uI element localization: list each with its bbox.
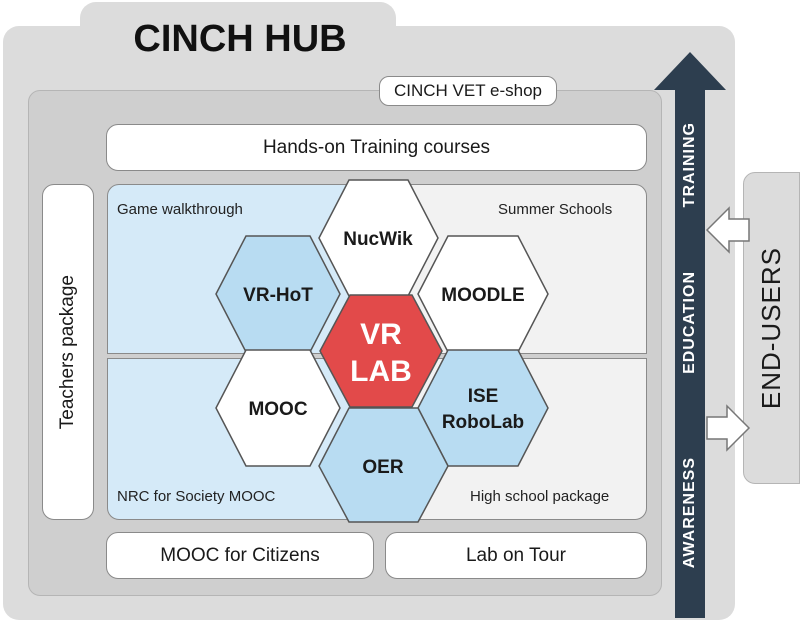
arrow-from-awareness [706, 404, 751, 452]
arrow-awareness-label: AWARENESS [681, 456, 698, 569]
high-school-package-label: High school package [470, 488, 610, 505]
teachers-package-box[interactable]: Teachers package [42, 184, 94, 520]
hex-moodle[interactable]: MOODLE [417, 235, 549, 353]
hex-ise-label-line1: ISE [468, 386, 499, 407]
hex-oer[interactable]: OER [318, 407, 449, 523]
arrow-education-label: EDUCATION [681, 271, 698, 374]
hex-nucwik-label: NucWik [343, 229, 413, 250]
progression-arrow [654, 52, 726, 618]
arrow-to-training [705, 206, 750, 254]
hex-nucwik[interactable]: NucWik [318, 179, 439, 297]
end-users-label: END-USERS [756, 246, 786, 410]
hex-mooc-label: MOOC [248, 399, 307, 420]
hex-vr-label-line1: VR [360, 318, 402, 351]
mooc-for-citizens-box[interactable]: MOOC for Citizens [106, 532, 374, 579]
eshop-label[interactable]: CINCH VET e-shop [379, 76, 557, 106]
nrc-mooc-label: NRC for Society MOOC [117, 488, 276, 505]
hex-vrhot[interactable]: VR-HoT [215, 235, 341, 353]
hex-ise-robolab[interactable]: ISE RoboLab [417, 349, 549, 467]
game-walkthrough-label: Game walkthrough [117, 201, 243, 218]
hex-vrhot-label: VR-HoT [243, 285, 313, 306]
lab-on-tour-box[interactable]: Lab on Tour [385, 532, 647, 579]
hub-title: CINCH HUB [133, 18, 347, 60]
hex-mooc[interactable]: MOOC [215, 349, 341, 467]
hex-vr-lab[interactable]: VR LAB [319, 294, 443, 408]
hex-vr-label-line2: LAB [350, 355, 412, 388]
summer-schools-label: Summer Schools [498, 201, 613, 218]
hex-oer-label: OER [362, 457, 403, 478]
hex-moodle-label: MOODLE [441, 285, 524, 306]
hands-on-training-box[interactable]: Hands-on Training courses [106, 124, 647, 171]
hex-ise-label-line2: RoboLab [442, 412, 524, 433]
arrow-training-label: TRAINING [681, 122, 698, 208]
end-users-box[interactable]: END-USERS [743, 172, 800, 484]
